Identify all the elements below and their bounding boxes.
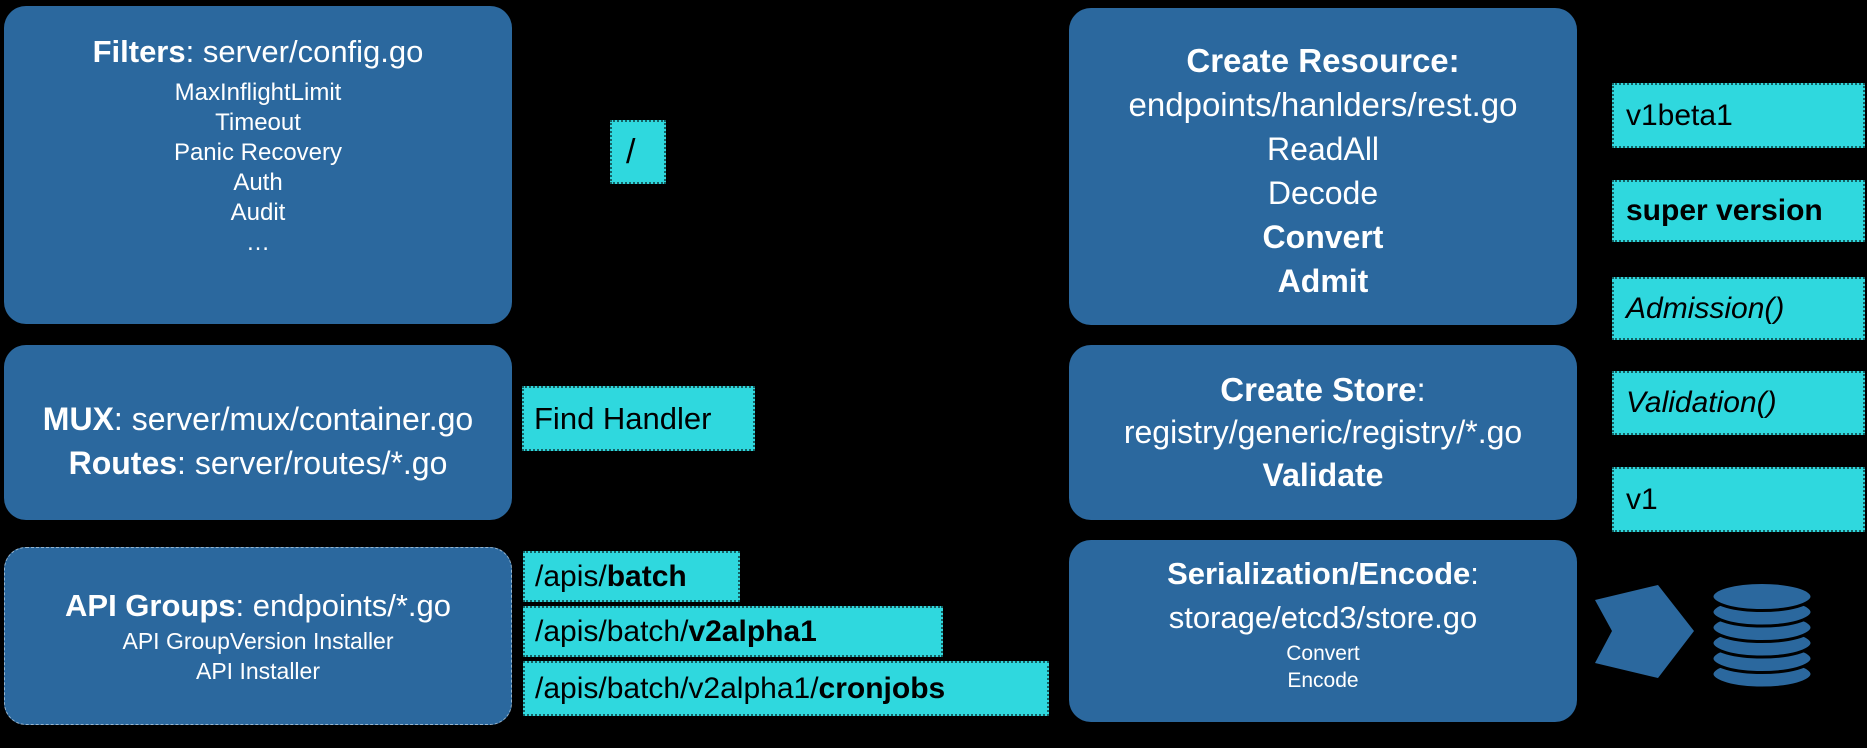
create-store-step: Validate [1262,457,1384,493]
api-groups-title: API Groups: endpoints/*.go [65,588,451,623]
version-label-v1: v1 [1612,467,1865,532]
storage-arrow-icon [1594,584,1695,679]
create-resource-path: endpoints/hanlders/rest.go [1128,85,1518,123]
mux-line: MUX: server/mux/container.go [42,400,474,437]
create-resource-box: Create Resource: endpoints/hanlders/rest… [1069,8,1577,325]
filters-box: Filters: server/config.go MaxInflightLim… [4,6,512,324]
filters-item: Timeout [215,109,301,136]
filters-item: Audit [230,199,286,226]
create-store-title: Create Store: [1220,371,1426,408]
serialization-path: storage/etcd3/store.go [1168,600,1478,635]
create-store-box: Create Store: registry/generic/registry/… [1069,345,1577,520]
api-groups-box: API Groups: endpoints/*.go API GroupVers… [4,547,512,725]
api-groups-item: API Installer [196,658,320,684]
admission-label: Admission() [1612,277,1865,340]
create-resource-step: Decode [1267,174,1379,211]
serialization-step: Encode [1287,669,1359,692]
routes-line: Routes: server/routes/*.go [68,444,448,481]
create-resource-step: Admit [1277,262,1369,299]
create-store-path: registry/generic/registry/*.go [1123,414,1523,450]
validation-label: Validation() [1612,371,1865,435]
mux-routes-box: MUX: server/mux/container.go Routes: ser… [4,345,512,520]
apis-batch-cronjobs-label: /apis/batch/v2alpha1/cronjobs [523,661,1049,716]
etcd-database-icon [1709,578,1815,692]
version-label-v1beta1: v1beta1 [1612,83,1865,148]
filters-item: Panic Recovery [173,139,343,166]
serialization-box: Serialization/Encode: storage/etcd3/stor… [1069,540,1577,722]
api-groups-item: API GroupVersion Installer [122,628,394,654]
create-resource-title: Create Resource: [1186,41,1460,79]
filters-item-ellipsis: … [246,229,270,256]
filters-title: Filters: server/config.go [92,34,424,69]
apis-batch-version-label: /apis/batch/v2alpha1 [523,606,943,657]
serialization-title: Serialization/Encode: [1167,556,1479,591]
create-resource-step: ReadAll [1266,130,1380,167]
super-version-label: super version [1612,180,1865,242]
filters-item: Auth [233,169,283,196]
apis-batch-label: /apis/batch [523,551,740,602]
root-path-label: / [610,120,666,184]
serialization-step: Convert [1286,642,1360,665]
create-resource-step: Convert [1262,218,1384,255]
filters-item: MaxInflightLimit [174,79,342,106]
find-handler-label: Find Handler [522,386,755,451]
